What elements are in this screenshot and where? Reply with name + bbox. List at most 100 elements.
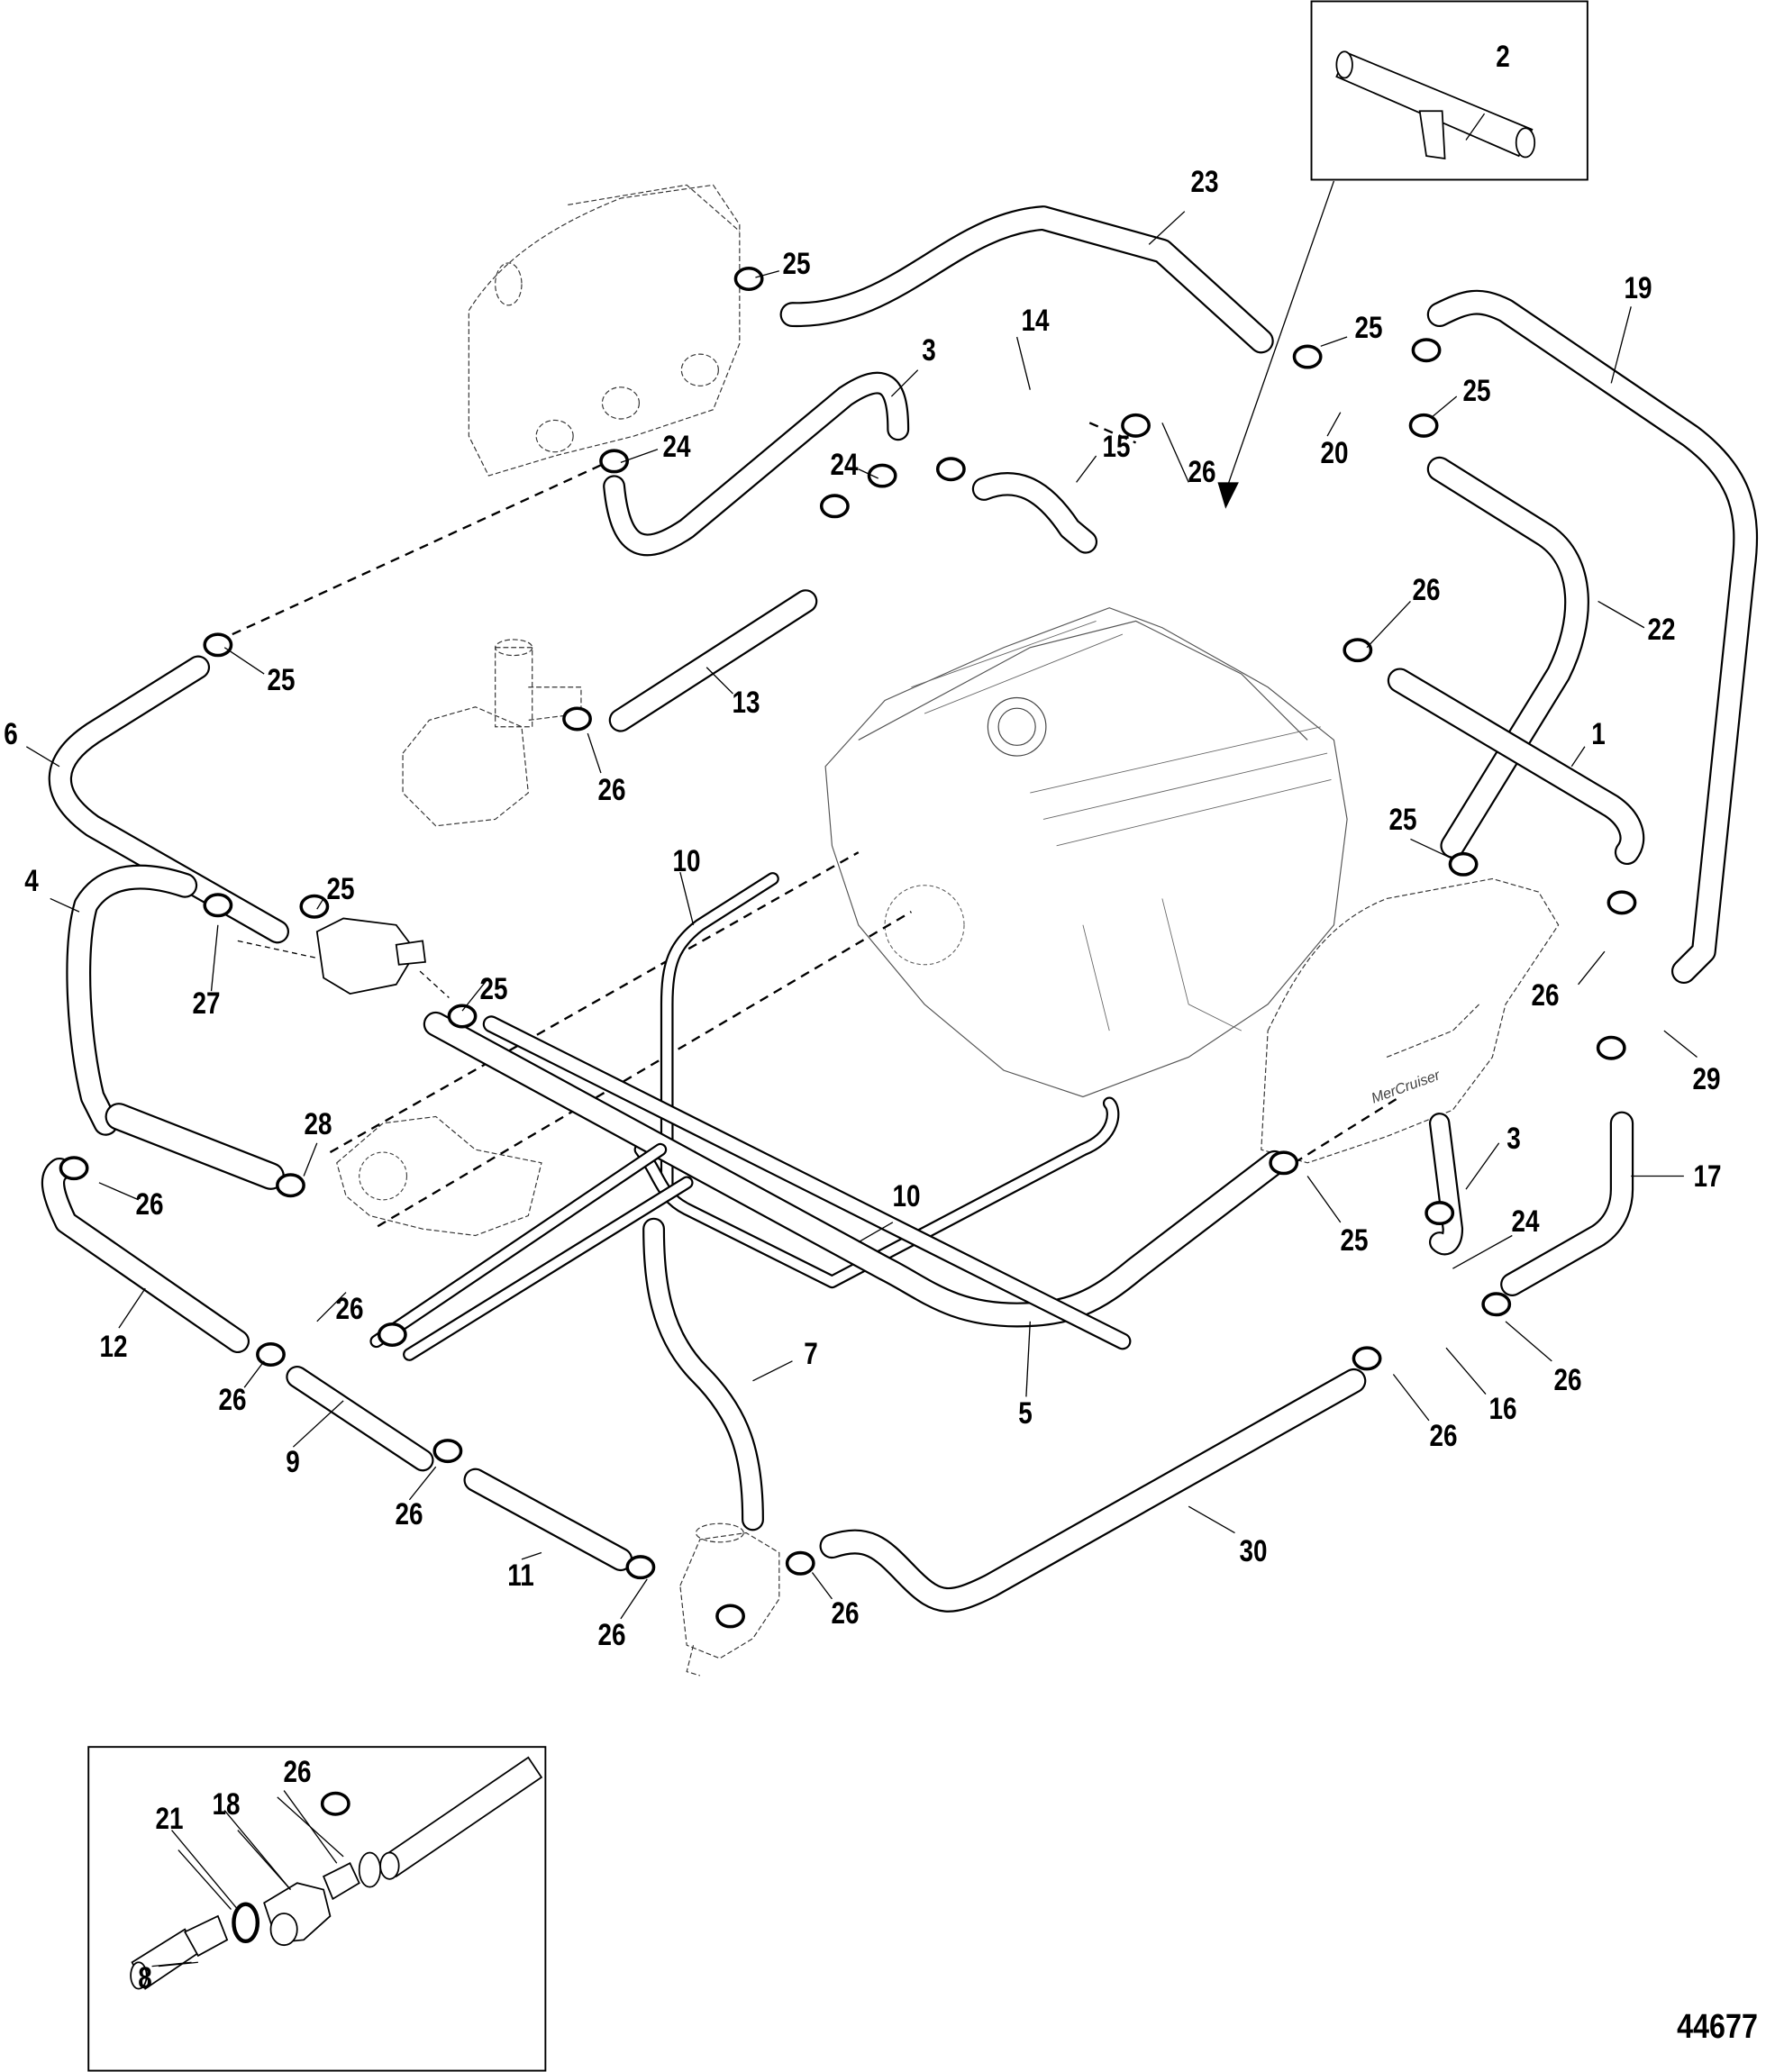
dash-line — [377, 911, 912, 1228]
callout-25: 25 — [1340, 1223, 1369, 1258]
hose-clamp — [203, 632, 233, 658]
hose-7 — [642, 1217, 764, 1531]
distribution-block — [315, 917, 426, 995]
dash-line — [1293, 1095, 1401, 1164]
hose-10-upper — [660, 872, 779, 1196]
circulating-pump — [679, 1522, 780, 1677]
hose-clamp — [377, 1322, 407, 1347]
callout-2: 2 — [1496, 40, 1510, 74]
leader-line — [1598, 600, 1645, 629]
callout-26: 26 — [831, 1596, 860, 1631]
hose-10-lower — [633, 1096, 1120, 1289]
callout-5: 5 — [1018, 1396, 1033, 1431]
part-2-pipe — [1335, 50, 1536, 160]
hose-clamp — [1411, 338, 1442, 363]
hose-clamp — [59, 1156, 89, 1181]
leader-line — [1465, 1142, 1500, 1190]
callout-25: 25 — [1388, 803, 1417, 837]
leader-line — [890, 369, 919, 397]
leader-line — [1188, 1505, 1235, 1534]
callout-19: 19 — [1624, 271, 1652, 305]
dash-line — [217, 464, 602, 642]
hose-clamp — [1596, 1035, 1626, 1060]
callout-24: 24 — [662, 430, 691, 464]
callout-26: 26 — [135, 1187, 164, 1222]
leader-line — [1578, 950, 1606, 986]
callout-9: 9 — [286, 1445, 300, 1479]
callout-26: 26 — [1429, 1419, 1458, 1453]
hose-4 — [66, 864, 198, 1136]
hose-clamp — [935, 457, 966, 482]
leader-line — [151, 1961, 192, 1967]
leader-line — [461, 977, 489, 1012]
leader-line — [1663, 1030, 1698, 1058]
callout-27: 27 — [192, 986, 221, 1021]
callout-26: 26 — [1531, 978, 1560, 1013]
leader-line — [1148, 211, 1186, 245]
exhaust-manifold-right: MerCruiser — [1261, 877, 1560, 1164]
hose-23 — [779, 205, 1274, 354]
leader-line — [1320, 336, 1348, 347]
hose-clamp — [599, 449, 630, 474]
leader-line — [1610, 306, 1632, 384]
leader-line — [408, 1466, 437, 1501]
callout-26: 26 — [1412, 573, 1441, 607]
fitting-inset-parts — [130, 1756, 543, 1990]
hose-clamp — [1269, 1150, 1299, 1176]
callout-10: 10 — [672, 844, 701, 878]
hose-clamp — [276, 1173, 305, 1198]
leader-line — [620, 449, 659, 464]
leader-line — [587, 732, 602, 774]
leader-line — [171, 1830, 239, 1911]
callout-25: 25 — [1354, 311, 1383, 345]
leader-line — [1161, 423, 1189, 483]
figure-id: 44677 — [1677, 2008, 1758, 2046]
hose-clamp — [819, 494, 850, 519]
leader-line — [223, 1810, 291, 1890]
hose-clamp — [1352, 1346, 1382, 1371]
leader-line — [752, 1360, 793, 1382]
leader-line — [858, 1222, 894, 1243]
hose-5 — [423, 1011, 1288, 1328]
hose-clamp — [320, 1791, 350, 1816]
leader-line — [223, 647, 265, 675]
callout-4: 4 — [24, 864, 39, 898]
hose-clamp — [299, 894, 330, 919]
leader-line — [521, 1551, 542, 1560]
callout-26: 26 — [395, 1497, 423, 1531]
callout-26: 26 — [335, 1292, 364, 1326]
callout-7: 7 — [804, 1337, 818, 1371]
hose-3-lower — [1428, 1113, 1464, 1256]
callout-14: 14 — [1021, 304, 1050, 338]
callout-1: 1 — [1591, 717, 1606, 751]
exhaust-manifold-left — [468, 184, 741, 477]
leader-line — [1432, 395, 1458, 417]
callout-25: 25 — [479, 972, 508, 1006]
callout-10: 10 — [892, 1179, 921, 1213]
hose-clamp — [256, 1342, 286, 1368]
leader-line — [210, 924, 219, 992]
hose-clamp — [447, 1004, 478, 1029]
arrowhead — [1217, 482, 1239, 509]
callout-29: 29 — [1692, 1062, 1721, 1096]
leader-line — [118, 1287, 146, 1329]
leader-line — [50, 897, 80, 913]
svg-text:MerCruiser: MerCruiser — [1370, 1067, 1443, 1106]
leader-line — [1016, 336, 1031, 390]
callout-24: 24 — [830, 448, 859, 482]
callout-25: 25 — [1462, 374, 1491, 408]
hose-clamp — [562, 706, 592, 732]
callout-24: 24 — [1511, 1204, 1540, 1239]
hose-15 — [971, 472, 1098, 554]
hose-clamp — [1292, 344, 1323, 369]
hose-clamp — [1448, 851, 1479, 877]
leader-line — [303, 1142, 318, 1177]
callout-26: 26 — [597, 773, 626, 807]
leader-line — [811, 1572, 833, 1600]
leader-line — [858, 468, 879, 479]
callout-3: 3 — [922, 333, 936, 368]
hose-17 — [1500, 1111, 1634, 1296]
leader-line — [98, 1182, 140, 1201]
callout-3: 3 — [1506, 1122, 1521, 1156]
